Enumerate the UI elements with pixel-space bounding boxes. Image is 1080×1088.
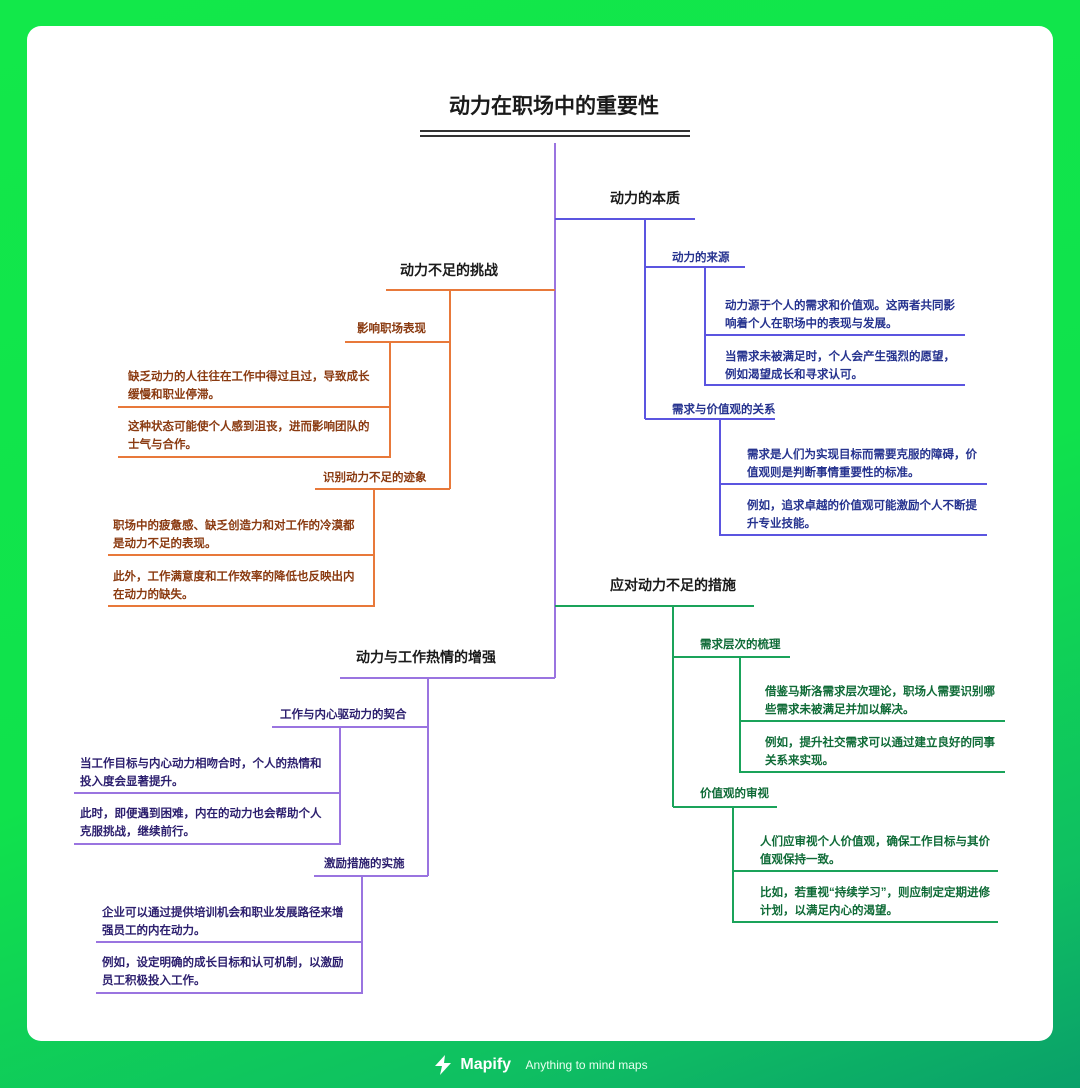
leaf-needs-values-2: 例如，追求卓越的价值观可能激励个人不断提升专业技能。 (747, 500, 977, 530)
branch-nature[interactable]: 动力的本质 (610, 190, 680, 206)
sub-inner-drive-fit[interactable]: 工作与内心驱动力的契合 (280, 709, 407, 721)
leaf-incentive-implementation-1: 企业可以通过提供培训机会和职业发展路径来增强员工的内在动力。 (102, 907, 344, 937)
leaf-needs-hierarchy-2: 例如，提升社交需求可以通过建立良好的同事关系来实现。 (765, 737, 995, 767)
sub-needs-hierarchy[interactable]: 需求层次的梳理 (700, 639, 781, 651)
leaf-workplace-impact-1: 缺乏动力的人往往在工作中得过且过，导致成长缓慢和职业停滞。 (128, 371, 370, 401)
lightning-bolt-icon (435, 1055, 452, 1075)
leaf-values-review-2: 比如，若重视“持续学习”，则应制定定期进修计划，以满足内心的渴望。 (760, 887, 990, 917)
sub-workplace-impact[interactable]: 影响职场表现 (357, 323, 426, 335)
page-title: 动力在职场中的重要性 (449, 95, 659, 118)
leaf-identify-signs-2: 此外，工作满意度和工作效率的降低也反映出内在动力的缺失。 (113, 571, 355, 601)
mapify-logo[interactable]: Mapify (432, 1054, 511, 1076)
brand-name: Mapify (460, 1056, 512, 1073)
measures-branch-lines (555, 605, 1005, 923)
nature-branch-lines (555, 218, 987, 536)
leaf-incentive-implementation-2: 例如，设定明确的成长目标和认可机制，以激励员工积极投入工作。 (102, 957, 344, 987)
passion-branch-lines (74, 677, 555, 994)
leaf-motivation-source-2: 当需求未被满足时，个人会产生强烈的愿望，例如渴望成长和寻求认可。 (725, 351, 955, 381)
leaf-workplace-impact-2: 这种状态可能使个人感到沮丧，进而影响团队的士气与合作。 (128, 421, 370, 451)
title-underline (420, 130, 690, 137)
tagline: Anything to mind maps (525, 1058, 648, 1072)
branch-challenge[interactable]: 动力不足的挑战 (400, 262, 498, 278)
leaf-inner-drive-fit-1: 当工作目标与内心动力相吻合时，个人的热情和投入度会显著提升。 (80, 758, 322, 788)
footer: Mapify Anything to mind maps (0, 1054, 1080, 1076)
sub-needs-values[interactable]: 需求与价值观的关系 (672, 404, 776, 416)
challenge-branch-lines (108, 289, 555, 607)
leaf-motivation-source-1: 动力源于个人的需求和价值观。这两者共同影响着个人在职场中的表现与发展。 (725, 300, 955, 330)
sub-incentive-implementation[interactable]: 激励措施的实施 (324, 858, 405, 870)
sub-identify-signs[interactable]: 识别动力不足的迹象 (323, 472, 427, 484)
branch-passion[interactable]: 动力与工作热情的增强 (356, 649, 496, 665)
leaf-needs-values-1: 需求是人们为实现目标而需要克服的障碍，价值观则是判断事情重要性的标准。 (747, 449, 977, 479)
branch-measures[interactable]: 应对动力不足的措施 (610, 577, 736, 593)
leaf-needs-hierarchy-1: 借鉴马斯洛需求层次理论，职场人需要识别哪些需求未被满足并加以解决。 (765, 686, 995, 716)
leaf-values-review-1: 人们应审视个人价值观，确保工作目标与其价值观保持一致。 (760, 836, 990, 866)
sub-motivation-source[interactable]: 动力的来源 (672, 252, 730, 264)
leaf-inner-drive-fit-2: 此时，即便遇到困难，内在的动力也会帮助个人克服挑战，继续前行。 (80, 808, 322, 838)
sub-values-review[interactable]: 价值观的审视 (700, 788, 769, 800)
leaf-identify-signs-1: 职场中的疲惫感、缺乏创造力和对工作的冷漠都是动力不足的表现。 (113, 520, 355, 550)
